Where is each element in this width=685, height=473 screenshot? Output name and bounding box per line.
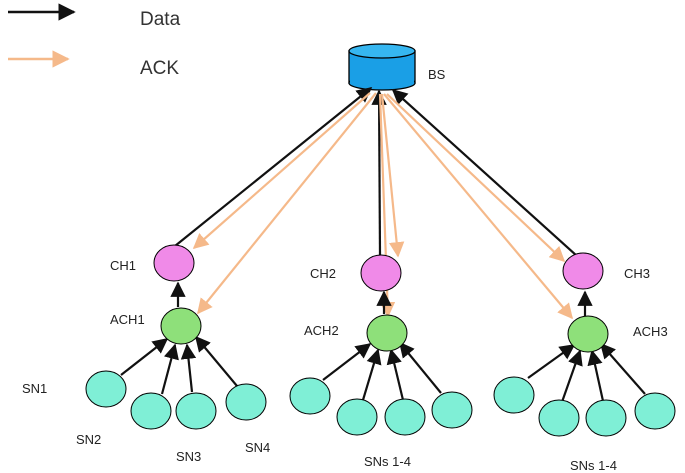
bs-to-ach1-ack-arrow [197, 92, 377, 315]
sn4-label: SN4 [245, 440, 270, 455]
cluster-1: CH1 ACH1 SN1 SN2 SN3 SN4 [22, 244, 270, 464]
cluster-2-group-label: SNs 1-4 [364, 454, 411, 469]
ach2-node [366, 314, 408, 352]
sn-h-to-ach3-arrow [599, 342, 646, 395]
sn4-node [225, 383, 267, 421]
sn-b-node [336, 398, 378, 436]
base-station-label: BS [428, 67, 446, 82]
bs-to-ch1-ack-arrow [192, 92, 371, 250]
base-station: BS [348, 43, 446, 91]
sn3-label: SN3 [176, 449, 201, 464]
bs-ack-arrows [192, 92, 573, 320]
sn-d-to-ach2-arrow [399, 341, 442, 394]
ch2-label: CH2 [310, 266, 336, 281]
base-station-top [348, 43, 416, 59]
sn2-to-ach1-arrow [160, 343, 179, 395]
ch-to-bs-data-arrows [174, 87, 578, 257]
ach1-node [160, 307, 202, 345]
sn-f-to-ach3-arrow [560, 349, 583, 403]
ch1-node [153, 244, 195, 282]
bs-to-ach3-ack-arrow [383, 93, 573, 320]
sn1-label: SN1 [22, 381, 47, 396]
sn-e-node [493, 376, 535, 414]
ch3-to-bs-data-arrow [391, 88, 578, 257]
ach3-node [567, 315, 609, 353]
ach2-label: ACH2 [304, 323, 339, 338]
sn2-node [130, 392, 172, 430]
sn3-node [175, 392, 217, 430]
sn2-label: SN2 [76, 432, 101, 447]
legend: Data ACK [8, 3, 181, 79]
bs-to-ch3-ack-arrow [386, 93, 566, 263]
ch3-label: CH3 [624, 266, 650, 281]
ch1-to-bs-data-arrow [174, 87, 373, 247]
sn-b-to-ach2-arrow [361, 348, 382, 401]
legend-ack-label: ACK [140, 58, 179, 79]
sn-f-node [538, 399, 580, 437]
cluster-2: CH2 ACH2 SNs 1-4 [289, 254, 473, 469]
ach3-label: ACH3 [633, 324, 668, 339]
ch3-node [562, 252, 604, 290]
sn-g-node [585, 399, 627, 437]
sn-a-to-ach2-arrow [322, 343, 372, 381]
ch1-label: CH1 [110, 258, 136, 273]
sn-g-to-ach3-arrow [587, 349, 605, 402]
sn3-to-ach1-arrow [180, 343, 197, 393]
sn-e-to-ach3-arrow [527, 344, 576, 379]
sn-c-node [384, 398, 426, 436]
ach1-label: ACH1 [110, 312, 145, 327]
sn4-to-ach1-arrow [195, 335, 238, 387]
bs-to-ch2-ack-arrow [380, 93, 405, 258]
sn-c-to-ach2-arrow [386, 348, 405, 401]
sn1-to-ach1-arrow [120, 338, 169, 376]
cluster-3: CH3 ACH3 SNs 1-4 [493, 252, 676, 473]
cluster-3-group-label: SNs 1-4 [570, 458, 617, 473]
ch2-to-bs-data-arrow [371, 89, 387, 256]
ch2-node [360, 254, 402, 292]
sn-h-node [634, 392, 676, 430]
legend-data-label: Data [140, 9, 181, 30]
sn-d-node [431, 391, 473, 429]
sn-a-node [289, 377, 331, 415]
sn1-node [85, 370, 127, 408]
